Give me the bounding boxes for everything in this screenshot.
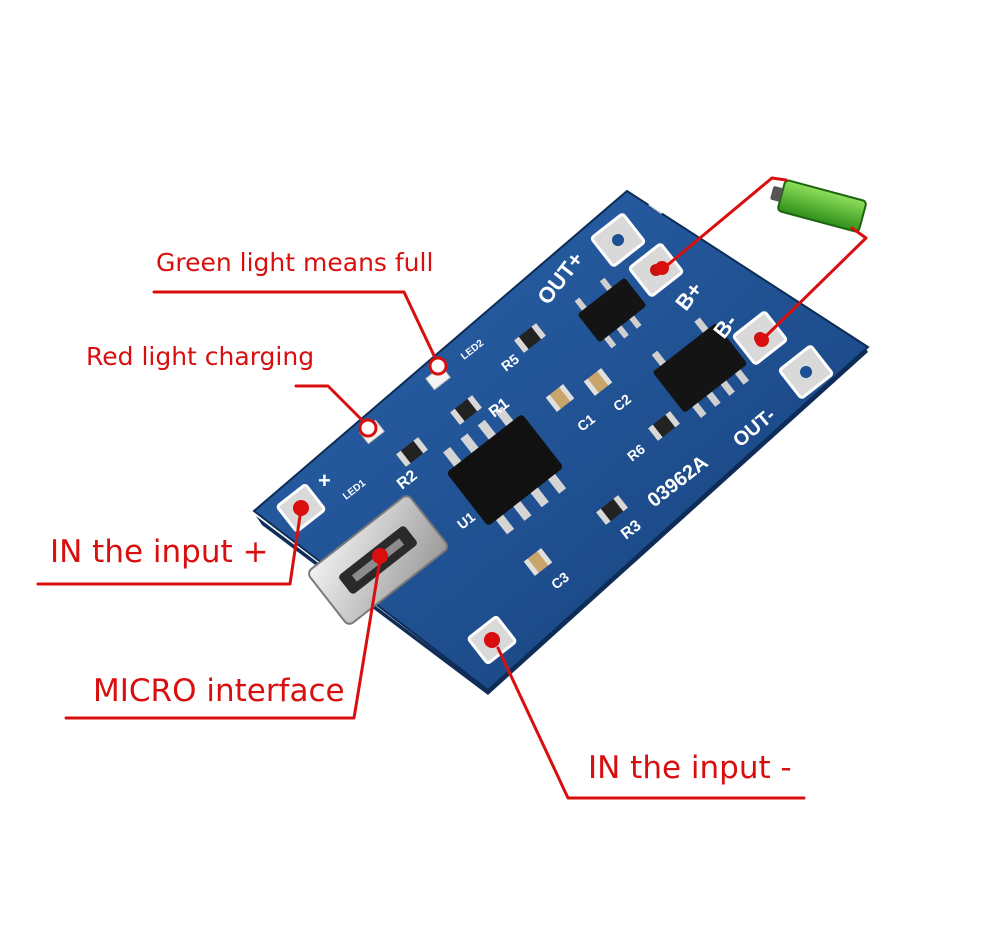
leader-battery-minus xyxy=(762,226,868,340)
leader-micro xyxy=(64,558,382,720)
smd-components xyxy=(396,323,680,576)
callout-lines xyxy=(36,176,868,800)
silk-plus: + xyxy=(318,468,331,493)
leader-red-light xyxy=(294,384,368,426)
ic-chip-small xyxy=(574,277,646,349)
callout-dots xyxy=(293,261,769,648)
battery-icon xyxy=(770,179,867,233)
callout-micro-interface: MICRO interface xyxy=(93,673,345,709)
callout-red-light: Red light charging xyxy=(86,342,315,371)
callout-in-minus: IN the input - xyxy=(588,750,792,786)
pad-out-minus xyxy=(778,345,834,399)
leader-battery-plus xyxy=(662,176,788,270)
callout-green-light: Green light means full xyxy=(156,248,434,277)
leader-in-minus xyxy=(496,646,806,800)
leader-green-light xyxy=(152,290,440,366)
leader-in-plus xyxy=(36,514,302,586)
ic-chip-protect xyxy=(651,317,750,418)
ic-chip-charger xyxy=(443,406,567,535)
pad-out-plus xyxy=(590,213,646,267)
callout-in-plus: IN the input + xyxy=(50,534,269,570)
